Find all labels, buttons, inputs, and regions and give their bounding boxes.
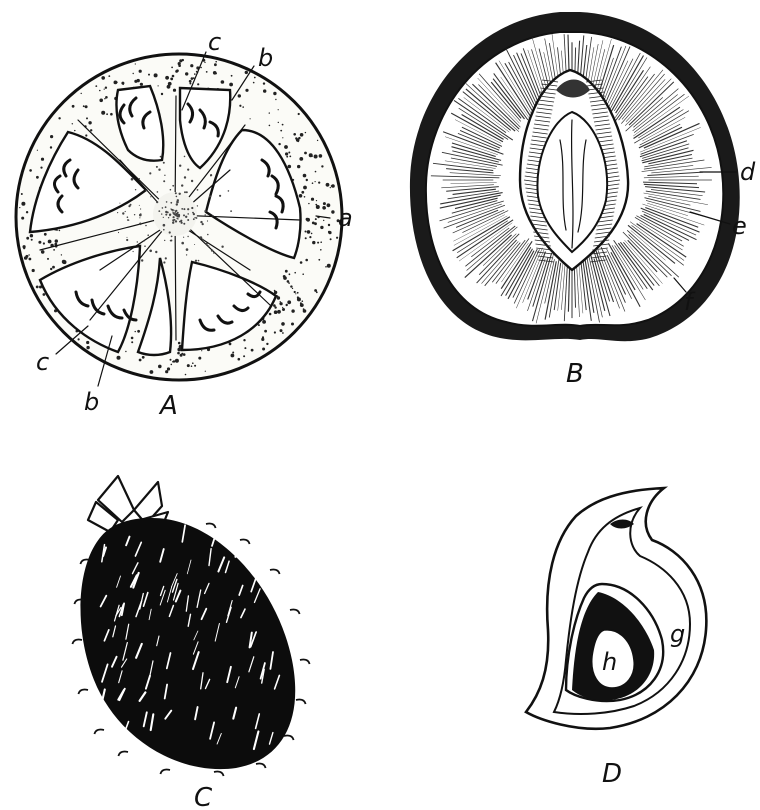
label-a: a (338, 204, 353, 232)
label-d: d (740, 158, 756, 186)
figure-d-seed-section: g h D (526, 488, 706, 789)
figure-c-fruit-body (81, 518, 296, 769)
label-g: g (670, 620, 685, 648)
caption-c: C (194, 783, 213, 810)
caption-a: A (158, 391, 178, 421)
label-c-upper: c (208, 28, 221, 56)
label-c-lower: c (36, 348, 49, 376)
figure-b-longitudinal-section: d e f B (410, 12, 756, 389)
caption-b: B (566, 359, 584, 389)
label-b-lower: b (84, 388, 99, 416)
label-e: e (732, 212, 747, 240)
figure-c-whole-fruit: C (72, 476, 309, 810)
label-h: h (602, 648, 617, 676)
label-b-upper: b (258, 44, 273, 72)
figure-a-cross-section: a b c c b A (16, 28, 353, 421)
caption-d: D (602, 759, 622, 789)
